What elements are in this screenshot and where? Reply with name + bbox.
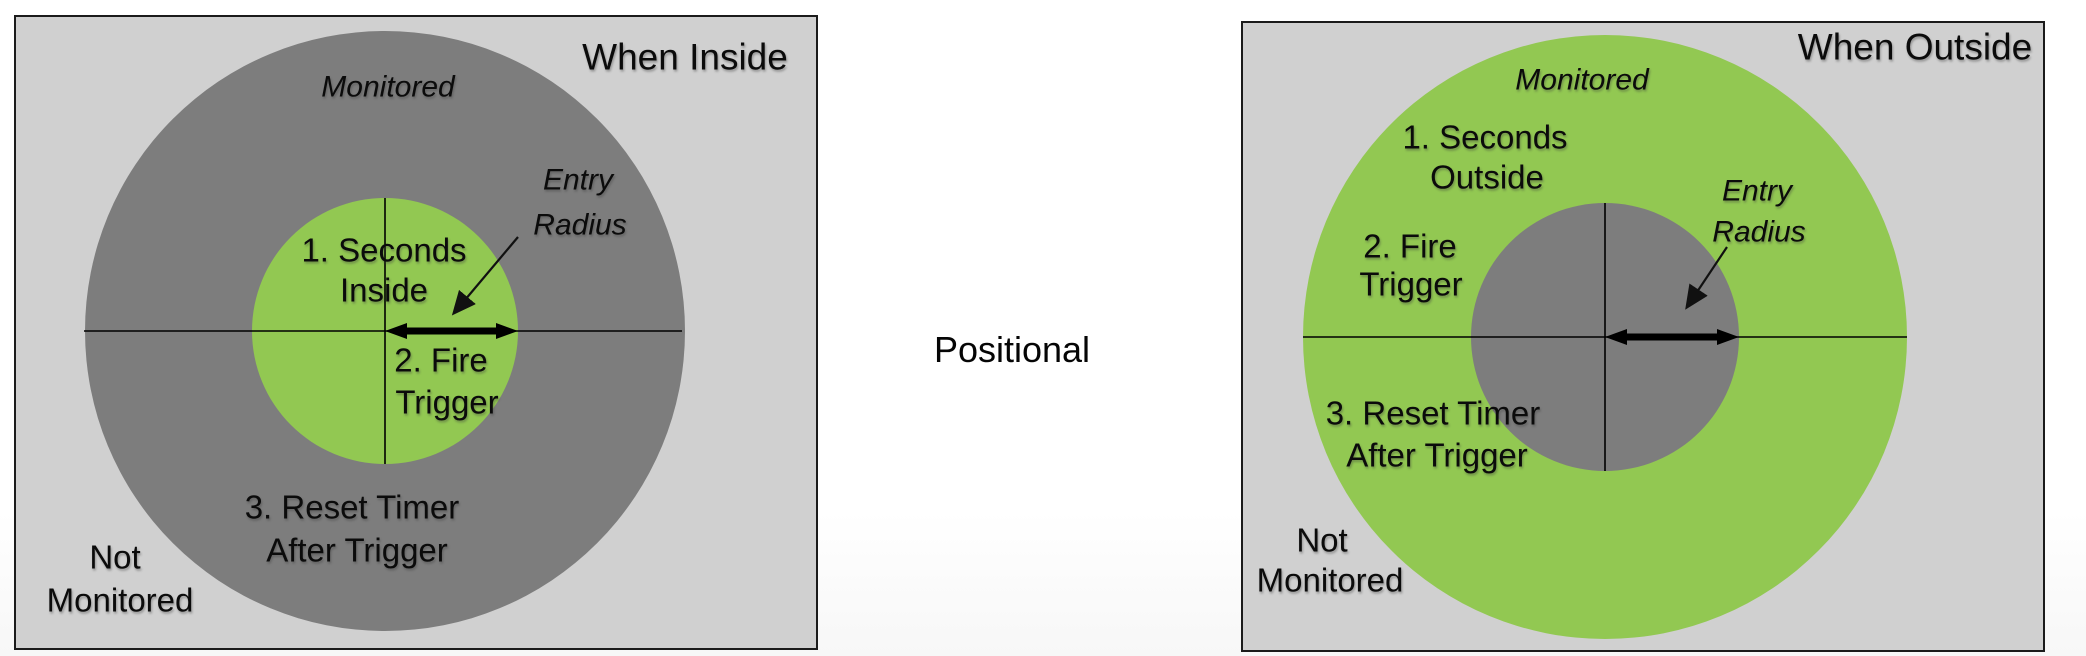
panel-title: When Inside	[582, 37, 788, 78]
step3-label-line1: 3. Reset Timer	[245, 489, 460, 526]
step2-label-line2: Trigger	[1359, 266, 1462, 303]
when-outside-diagram: When Outside Monitored 1. Seconds Outsid…	[1257, 27, 2032, 639]
step2-label-line1: 2. Fire	[394, 342, 488, 379]
panel-title: When Outside	[1798, 27, 2032, 68]
entry-radius-label-line2: Radius	[533, 209, 626, 242]
entry-radius-label-line2: Radius	[1712, 216, 1805, 249]
step3-label-line1: 3. Reset Timer	[1326, 395, 1541, 432]
entry-radius-arrow	[385, 323, 518, 339]
step1-label-line1: 1. Seconds	[1402, 119, 1567, 156]
when-outside-panel: When Outside Monitored 1. Seconds Outsid…	[1241, 21, 2045, 652]
monitored-zone-label: Monitored	[1515, 64, 1650, 97]
not-monitored-label-line1: Not	[1296, 522, 1347, 559]
not-monitored-label-line2: Monitored	[1257, 562, 1404, 599]
monitored-zone-label: Monitored	[321, 71, 456, 104]
positional-label: Positional	[933, 329, 1091, 370]
entry-radius-label-line1: Entry	[1722, 175, 1794, 208]
step2-label-line1: 2. Fire	[1363, 228, 1457, 265]
entry-radius-pointer-arrow	[1685, 246, 1728, 310]
entry-radius-arrow	[1605, 329, 1739, 345]
when-inside-diagram: When Inside Monitored Entry Radius 1. Se…	[47, 31, 788, 631]
step3-label-line2: After Trigger	[266, 532, 448, 569]
step1-label-line2: Outside	[1430, 159, 1544, 196]
when-inside-panel: When Inside Monitored Entry Radius 1. Se…	[14, 15, 818, 650]
not-monitored-label-line2: Monitored	[47, 582, 194, 619]
not-monitored-label-line1: Not	[89, 539, 140, 576]
entry-radius-label-line1: Entry	[543, 164, 615, 197]
step3-label-line2: After Trigger	[1346, 437, 1528, 474]
step1-label-line2: Inside	[340, 272, 428, 309]
step1-label-line1: 1. Seconds	[301, 232, 466, 269]
entry-radius-pointer-arrow	[451, 236, 519, 316]
step2-label-line2: Trigger	[395, 384, 498, 421]
